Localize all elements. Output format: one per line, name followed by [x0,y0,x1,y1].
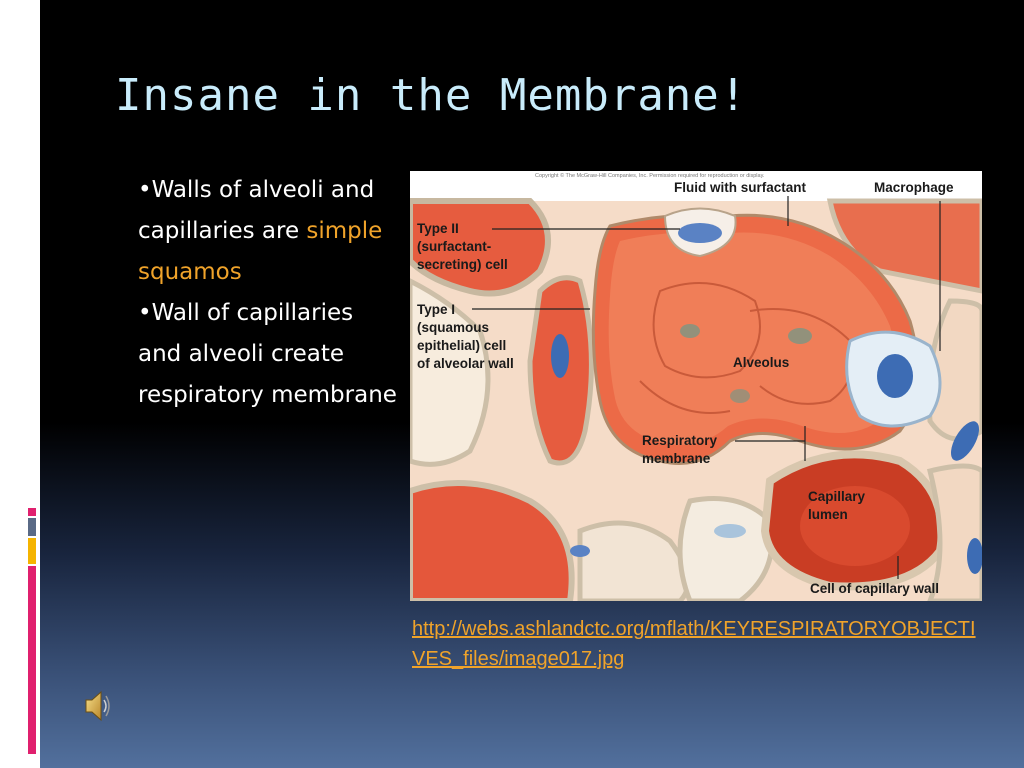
bullet-item-2: •Wall of capillaries and alveoli create … [138,293,403,416]
speaker-icon[interactable] [84,688,112,724]
label-capillary-line1: Capillary [808,489,866,504]
bullet-2-text: •Wall of capillaries and alveoli create … [138,300,397,408]
slide-title: Insane in the Membrane! [115,70,748,121]
label-type2-line2: (surfactant- [417,239,491,254]
label-type2-line3: secreting) cell [417,257,508,272]
label-alveolus: Alveolus [733,355,789,370]
label-resp-line2: membrane [642,451,711,466]
accent-bar-pink [28,566,36,754]
label-type1-line4: of alveolar wall [417,356,514,371]
label-type1-line1: Type I [417,302,455,317]
accent-square-pink [28,508,36,516]
copyright-notice: Copyright © The McGraw-Hill Companies, I… [535,172,765,179]
bullet-1-text: •Walls of alveoli and capillaries are [138,177,375,244]
source-link[interactable]: http://webs.ashlandctc.org/mflath/KEYRES… [412,618,976,670]
bullet-list: •Walls of alveoli and capillaries are si… [138,170,403,416]
label-capillary-line2: lumen [808,507,848,522]
label-type1-line3: epithelial) cell [417,338,506,353]
alveolus-diagram-image: Copyright © The McGraw-Hill Companies, I… [410,171,982,601]
bullet-1-highlight: simple squamos [138,218,383,285]
label-resp-line1: Respiratory [642,433,718,448]
label-macrophage: Macrophage [874,180,954,195]
accent-bars [28,508,36,754]
label-type2-line1: Type II [417,221,459,236]
label-capillary-wall-cell: Cell of capillary wall [810,581,939,596]
accent-bar-slate [28,518,36,536]
bullet-item-1: •Walls of alveoli and capillaries are si… [138,170,403,293]
accent-bar-gold [28,538,36,564]
label-fluid-surfactant: Fluid with surfactant [674,180,807,195]
label-type1-line2: (squamous [417,320,489,335]
